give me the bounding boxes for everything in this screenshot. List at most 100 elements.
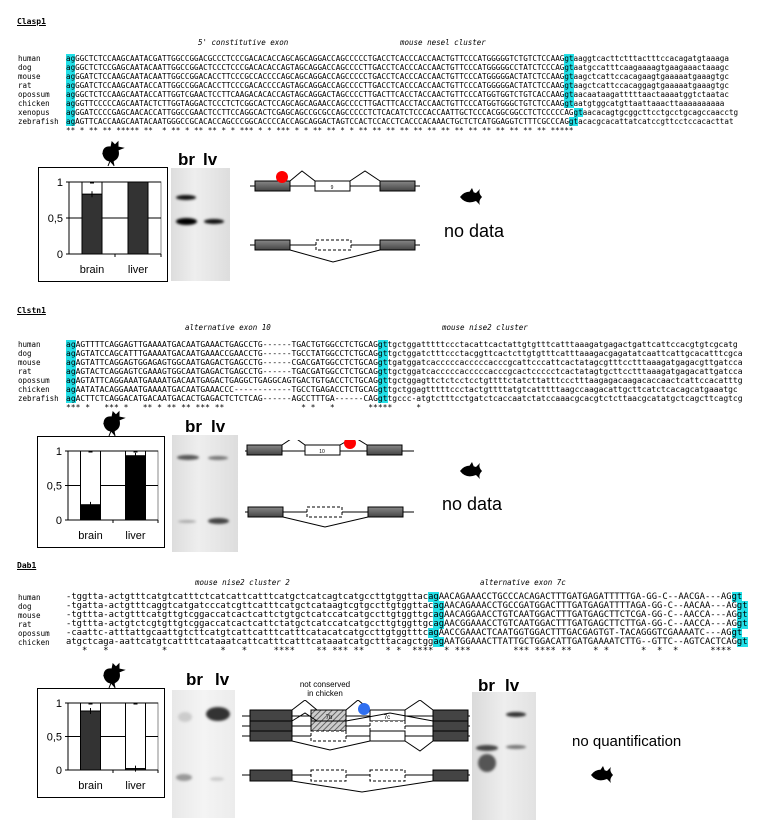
alignment-row: dog agAGTATCCAGCATTTGAAAATGACAATGAAACCGAA… bbox=[18, 349, 748, 358]
annotation-note: not conserved in chicken bbox=[285, 680, 365, 698]
zebrafish-icon bbox=[591, 766, 613, 783]
region-label: mouse nise2 cluster 2 bbox=[195, 578, 290, 587]
sequence: agAGTATTCAGGAAATGAAAATGACAATGAGACTGAGGCT… bbox=[66, 376, 743, 385]
sequence: agGGCTCTCCAAGCAATACGATTGGCCGGACGCCCTCCCG… bbox=[66, 54, 729, 63]
y-tick-label: 0,5 bbox=[47, 732, 62, 744]
note-line: not conserved bbox=[299, 680, 351, 689]
y-tick-label: 1 bbox=[57, 177, 63, 189]
lane-label-liver: lv bbox=[215, 670, 230, 689]
species-label bbox=[18, 647, 66, 656]
sequence: agAGTACTCAGGAGTCGAAAGTGGCAATGAGACTGAGCCT… bbox=[66, 367, 743, 376]
alternative-exon bbox=[314, 180, 351, 192]
exon-number: 10 bbox=[319, 449, 325, 455]
y-tick-label: 1 bbox=[56, 446, 62, 458]
gene-title: Clasp1 bbox=[17, 17, 46, 26]
chicken-icon bbox=[103, 662, 126, 689]
alignment-row: human agGGCTCTCCAAGCAATACGATTGGCCGGACGCCC… bbox=[18, 54, 748, 63]
sequence: agAGTTCACCAAGCAATACAATGGGCCGCACACCAGCCCG… bbox=[66, 117, 734, 126]
no-data-label: no data bbox=[444, 221, 505, 241]
bar-chart: 0 0,5 1 brain liver bbox=[37, 688, 165, 798]
sequence: agAGTATCCAGCATTTGAAAATGACAATGAAACCGAACCT… bbox=[66, 349, 743, 358]
species-label: mouse bbox=[18, 72, 41, 81]
no-quantification-label: no quantification bbox=[572, 733, 682, 750]
alignment-row: * * * * * **** ** *** ** * * **** * *** … bbox=[18, 647, 748, 656]
species-label: mouse bbox=[18, 358, 41, 367]
region-label: alternative exon 7c bbox=[480, 578, 566, 587]
sequence: agGGTTCCCCCAGCAATACTCTTGGTAGGACTCCCTCTCG… bbox=[66, 99, 725, 108]
chicken-icon bbox=[102, 140, 125, 167]
sequence: agGGCTCTCCGAGCAATACAATTGGCCGGACTCCCTCCCG… bbox=[66, 63, 729, 72]
species-label: rat bbox=[18, 367, 32, 376]
sequence: agGGATCTCCAAGCAATACCATTGGCCGGACACCTTCCCG… bbox=[66, 81, 729, 90]
y-tick-label: 0 bbox=[56, 765, 62, 777]
no-data-label: no data bbox=[442, 494, 503, 514]
lane-label-brain: br bbox=[186, 670, 203, 689]
x-tick-label: liver bbox=[128, 264, 149, 276]
sequence-alignment: human agGGCTCTCCAAGCAATACGATTGGCCGGACGCCC… bbox=[18, 54, 748, 135]
alignment-row: chicken agGGTTCCCCCAGCAATACTCTTGGTAGGACTC… bbox=[18, 99, 748, 108]
gel-image bbox=[172, 690, 235, 818]
constitutive-exon bbox=[254, 180, 291, 192]
conservation-stars: * * * * * **** ** *** ** * * **** * *** … bbox=[66, 646, 732, 656]
species-label: zebrafish bbox=[18, 394, 59, 403]
alignment-row: human -tggtta-actgtttcatgtcatttctcatcattc… bbox=[18, 592, 748, 602]
species-label: rat bbox=[18, 81, 32, 90]
species-label: human bbox=[18, 54, 41, 63]
species-label: chicken bbox=[18, 99, 50, 108]
species-label: dog bbox=[18, 349, 32, 358]
bar-brain bbox=[81, 193, 103, 255]
alignment-row: opossum agAGTATTCAGGAAATGAAAATGACAATGAGAC… bbox=[18, 376, 748, 385]
alignment-row: mouse-tgttta-actgtttcatgttgtcggaccatcact… bbox=[18, 610, 748, 620]
bar-liver bbox=[127, 181, 149, 255]
x-tick-label: brain bbox=[80, 264, 104, 276]
gel-image bbox=[472, 692, 536, 820]
x-tick-label: liver bbox=[125, 530, 146, 542]
alignment-row: xenopus agGGATCCCCGAGCAACACCATTGGCCGAACTC… bbox=[18, 108, 748, 117]
species-label: dog bbox=[18, 602, 32, 611]
zebrafish-icon bbox=[460, 188, 482, 205]
alignment-row: ** * ** ** ***** ** * ** * ** ** * * ***… bbox=[18, 126, 748, 135]
species-label: human bbox=[18, 593, 41, 602]
gel-image bbox=[172, 435, 238, 552]
x-tick-label: liver bbox=[125, 780, 146, 792]
chicken-icon bbox=[103, 410, 126, 437]
y-tick-label: 0,5 bbox=[48, 213, 63, 225]
red-marker bbox=[276, 171, 288, 183]
alignment-row: *** * *** * ** * ** ** *** ** * * * ****… bbox=[18, 403, 748, 412]
sequence: atgctcaga-aattcatgtcattttcataaatcattcatt… bbox=[66, 637, 748, 647]
sequence: agGGATCCCCGAGCAACACCATTGGCCGAACTCCTTCCAG… bbox=[66, 108, 739, 117]
lane-label-brain: br bbox=[478, 676, 495, 695]
splicing-diagram: 7b 7c bbox=[242, 700, 470, 793]
sequence: agAGTTTTCAGGAGTTGAAAATGACAATGAAACTGAGCCT… bbox=[66, 340, 738, 349]
species-label: xenopus bbox=[18, 108, 50, 117]
species-label bbox=[18, 403, 66, 412]
note-line: in chicken bbox=[307, 689, 343, 698]
species-label: opossum bbox=[18, 376, 50, 385]
exon-number: 9 bbox=[331, 185, 334, 191]
conservation-stars: ** * ** ** ***** ** * ** * ** ** * * ***… bbox=[66, 126, 748, 135]
lane-label-liver: lv bbox=[203, 150, 218, 169]
species-label: rat bbox=[18, 620, 32, 629]
y-tick-label: 0 bbox=[57, 249, 63, 261]
y-tick-label: 0,5 bbox=[47, 481, 62, 493]
y-tick-label: 0 bbox=[56, 515, 62, 527]
gene-title: Dab1 bbox=[17, 561, 37, 570]
alignment-row: rat agAGTACTCAGGAGTCGAAAGTGGCAATGAGACTGAG… bbox=[18, 367, 748, 376]
sequence: -tgttta-actgtctcgtgttgtcggaccatcactcattc… bbox=[66, 619, 748, 629]
y-tick-label: 1 bbox=[56, 698, 62, 710]
bar-remainder bbox=[80, 450, 101, 506]
red-marker bbox=[344, 440, 356, 449]
blue-marker bbox=[358, 703, 370, 715]
sequence: -tggtta-actgtttcatgtcatttctcatcattcatttc… bbox=[66, 592, 743, 602]
species-label: opossum bbox=[18, 90, 50, 99]
bar-liver bbox=[125, 455, 146, 521]
x-tick-label: brain bbox=[78, 780, 102, 792]
gene-title: Clstn1 bbox=[17, 306, 46, 315]
alignment-row: rat -tgttta-actgtctcgtgttgtcggaccatcactca… bbox=[18, 619, 748, 629]
sequence-alignment: human -tggtta-actgtttcatgtcatttctcatcattc… bbox=[18, 592, 748, 656]
